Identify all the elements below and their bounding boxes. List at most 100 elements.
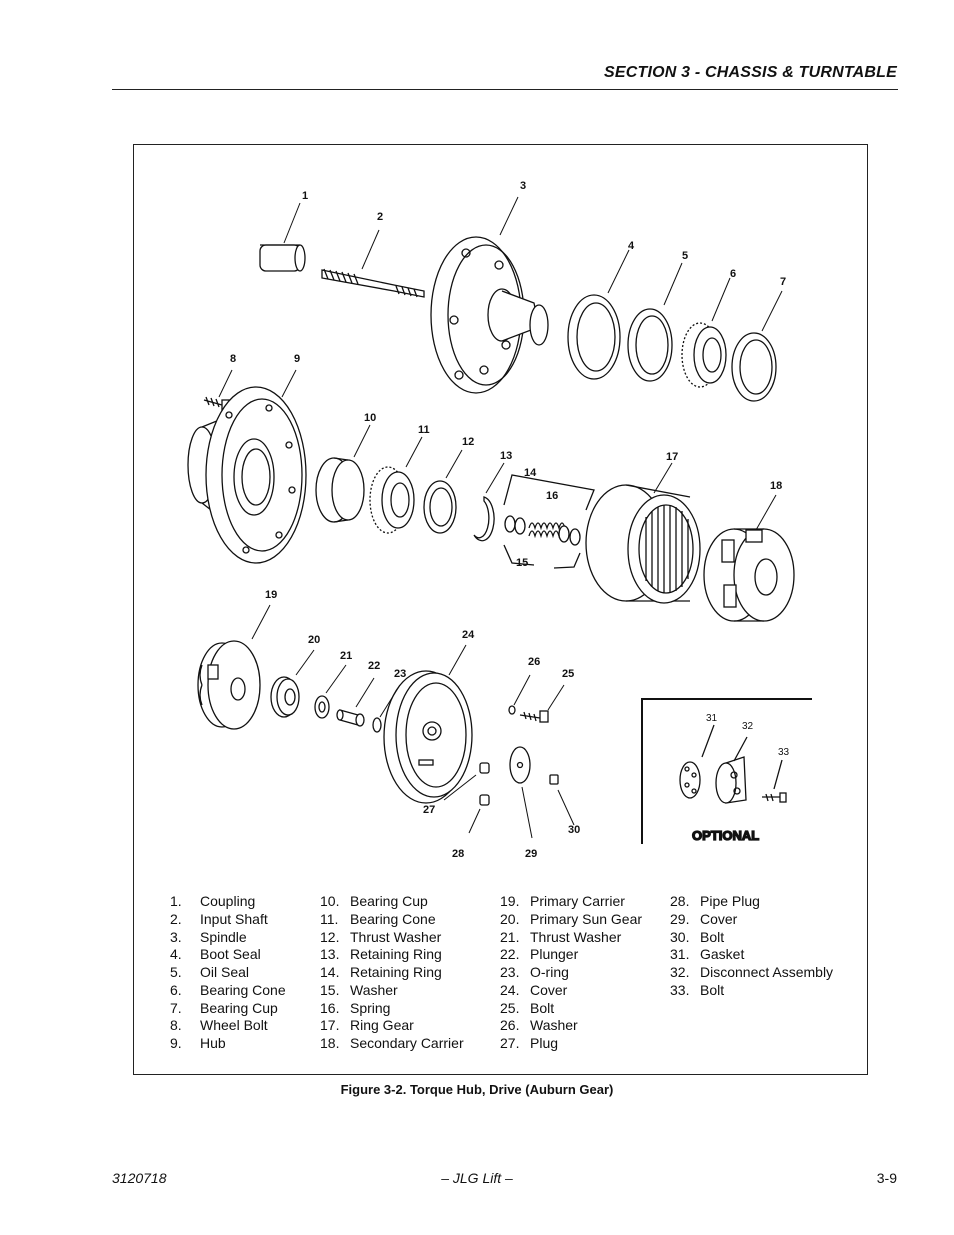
callout-2: 2 bbox=[377, 211, 383, 223]
callout-22: 22 bbox=[368, 660, 380, 672]
callout-26: 26 bbox=[528, 656, 540, 668]
callout-3: 3 bbox=[520, 180, 526, 192]
legend-item: 14.Retaining Ring bbox=[320, 964, 442, 980]
part-primary-carrier bbox=[197, 640, 261, 730]
callout-4: 4 bbox=[628, 240, 635, 252]
callout-27: 27 bbox=[423, 804, 435, 816]
legend-item: 6.Bearing Cone bbox=[170, 981, 286, 998]
legend-item: 11.Bearing Cone bbox=[320, 910, 436, 927]
callout-31: 31 bbox=[706, 713, 718, 724]
legend-item: 30.Bolt bbox=[670, 928, 725, 945]
legend-item: 29.Cover bbox=[670, 910, 738, 927]
callout-13: 13 bbox=[500, 450, 512, 462]
footer-publisher: – JLG Lift – bbox=[441, 1170, 513, 1186]
part-ring-gear bbox=[585, 484, 701, 604]
legend-item: 4.Boot Seal bbox=[170, 946, 261, 963]
callout-1: 1 bbox=[302, 190, 308, 202]
callout-23: 23 bbox=[394, 668, 406, 680]
legend-column-3: 19.Primary Carrier 20.Primary Sun Gear 2… bbox=[500, 893, 642, 1053]
callout-20: 20 bbox=[308, 634, 320, 646]
legend-item: 27.Plug bbox=[500, 1035, 559, 1051]
callout-15: 15 bbox=[516, 557, 528, 569]
legend-item: 16.Spring bbox=[320, 999, 391, 1016]
legend-item: 24.Cover bbox=[500, 981, 568, 998]
part-bolt-25 bbox=[508, 705, 549, 723]
part-bearing-cup-10 bbox=[315, 457, 365, 523]
callout-19: 19 bbox=[265, 589, 277, 601]
part-bearing-cup-7 bbox=[731, 332, 777, 402]
callout-25: 25 bbox=[562, 668, 574, 680]
callout-16: 16 bbox=[546, 490, 558, 502]
legend-item: 28.Pipe Plug bbox=[670, 893, 760, 909]
header-divider bbox=[112, 89, 898, 90]
figure-frame: OPTIONAL 1 2 3 4 5 6 7 8 9 10 11 12 13 1… bbox=[133, 144, 868, 1075]
part-retaining-ring-13 bbox=[473, 496, 495, 542]
callout-14: 14 bbox=[524, 467, 537, 479]
part-plug bbox=[479, 762, 490, 806]
callout-10: 10 bbox=[364, 412, 376, 424]
callout-12: 12 bbox=[462, 436, 474, 448]
optional-inset: OPTIONAL bbox=[641, 698, 812, 844]
legend-item: 19.Primary Carrier bbox=[500, 893, 625, 909]
callout-33: 33 bbox=[778, 747, 790, 758]
legend-column-2: 10.Bearing Cup 11.Bearing Cone 12.Thrust… bbox=[320, 893, 464, 1053]
legend-item: 13.Retaining Ring bbox=[320, 946, 442, 963]
legend-item: 33.Bolt bbox=[670, 981, 725, 998]
callout-9: 9 bbox=[294, 353, 300, 365]
exploded-diagram: OPTIONAL 1 2 3 4 5 6 7 8 9 10 11 12 13 1… bbox=[187, 180, 812, 860]
callout-29: 29 bbox=[525, 848, 537, 860]
footer-page-number: 3-9 bbox=[876, 1170, 897, 1186]
part-hub bbox=[187, 386, 307, 564]
legend-item: 15.Washer bbox=[320, 981, 398, 998]
footer-doc-number: 3120718 bbox=[112, 1170, 167, 1186]
legend-item: 31.Gasket bbox=[670, 946, 745, 963]
part-input-shaft bbox=[321, 268, 425, 298]
legend-item: 18.Secondary Carrier bbox=[320, 1035, 464, 1051]
callout-5: 5 bbox=[682, 250, 688, 262]
legend-item: 22.Plunger bbox=[500, 946, 579, 963]
legend-item: 23.O-ring bbox=[500, 964, 569, 980]
part-boot-seal bbox=[567, 294, 621, 380]
legend-item: 2.Input Shaft bbox=[170, 910, 268, 927]
callout-18: 18 bbox=[770, 480, 782, 492]
legend-item: 25.Bolt bbox=[500, 999, 555, 1016]
callout-6: 6 bbox=[730, 268, 736, 280]
callout-24: 24 bbox=[462, 629, 475, 641]
callout-30: 30 bbox=[568, 824, 580, 836]
legend-item: 1.Coupling bbox=[170, 893, 256, 909]
legend-item: 12.Thrust Washer bbox=[320, 928, 442, 945]
leader-lines bbox=[218, 196, 783, 839]
callout-28: 28 bbox=[452, 848, 464, 860]
legend-item: 10.Bearing Cup bbox=[320, 893, 428, 909]
part-plunger-spring-group bbox=[503, 474, 595, 569]
part-cover-29 bbox=[509, 746, 531, 784]
callout-21: 21 bbox=[340, 650, 352, 662]
part-spindle bbox=[430, 236, 549, 394]
legend-item: 20.Primary Sun Gear bbox=[500, 910, 643, 927]
figure-caption: Figure 3-2. Torque Hub, Drive (Auburn Ge… bbox=[340, 1082, 614, 1097]
part-oil-seal bbox=[627, 308, 673, 382]
callout-numbers: 1 2 3 4 5 6 7 8 9 10 11 12 13 14 15 16 1… bbox=[230, 180, 790, 860]
part-secondary-carrier bbox=[703, 528, 795, 622]
part-primary-sun-gear bbox=[270, 676, 300, 718]
callout-17: 17 bbox=[666, 451, 678, 463]
part-bearing-cone-11 bbox=[369, 466, 415, 534]
legend-item: 26.Washer bbox=[500, 1017, 578, 1034]
legend-item: 9.Hub bbox=[170, 1035, 226, 1051]
callout-7: 7 bbox=[780, 276, 786, 288]
legend-item: 3.Spindle bbox=[170, 928, 247, 945]
optional-label: OPTIONAL bbox=[692, 828, 759, 843]
part-o-ring bbox=[372, 717, 382, 733]
part-coupling bbox=[259, 244, 306, 272]
callout-11: 11 bbox=[418, 424, 430, 436]
legend-column-1: 1.Coupling 2.Input Shaft 3.Spindle 4.Boo… bbox=[170, 893, 286, 1053]
legend-item: 8.Wheel Bolt bbox=[170, 1017, 268, 1034]
part-bearing-cone-6 bbox=[681, 322, 727, 388]
part-thrust-washer-12 bbox=[423, 480, 457, 534]
callout-32: 32 bbox=[742, 721, 754, 732]
part-cover-24 bbox=[383, 670, 473, 804]
legend-item: 5.Oil Seal bbox=[170, 964, 250, 980]
part-plunger bbox=[336, 709, 365, 727]
legend-item: 21.Thrust Washer bbox=[500, 928, 622, 945]
legend-item: 32.Disconnect Assembly bbox=[670, 964, 834, 980]
